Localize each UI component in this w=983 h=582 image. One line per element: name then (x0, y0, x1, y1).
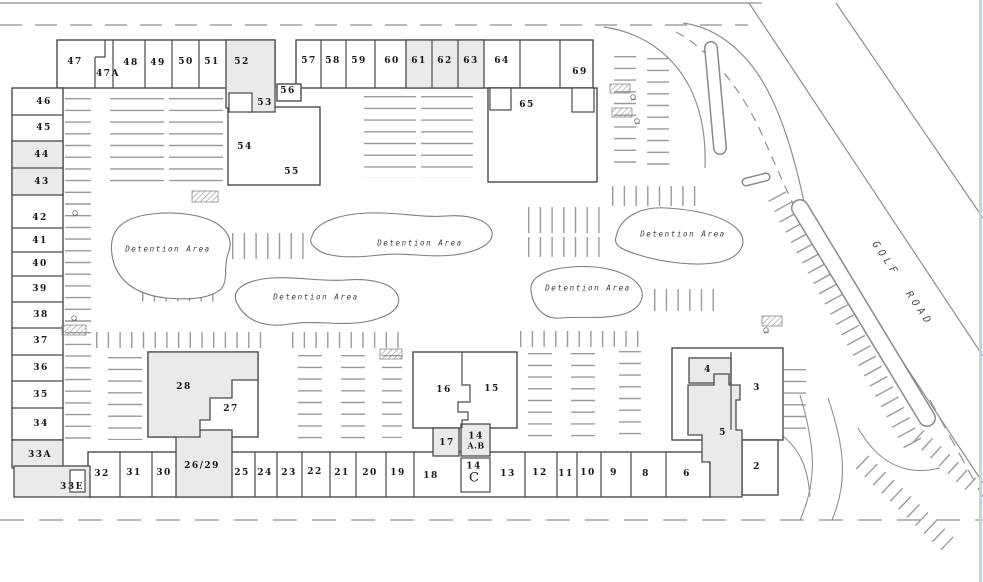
window-edge-accent (979, 0, 982, 582)
handicap-symbol (763, 327, 770, 334)
unit-notches (69, 87, 595, 493)
detention-pond-outlines (110, 207, 744, 326)
handicap-symbol (71, 315, 78, 322)
parking-stall-rows (65, 56, 981, 555)
handicap-symbol (72, 210, 79, 217)
landscape-islands (704, 41, 936, 427)
drive-curves (782, 394, 941, 521)
unit-dividers (12, 40, 732, 497)
handicap-symbol (630, 94, 637, 101)
property-lines (0, 2, 983, 521)
handicap-symbols (71, 94, 770, 334)
hatched-pads (61, 83, 783, 360)
handicap-symbol (634, 118, 641, 125)
